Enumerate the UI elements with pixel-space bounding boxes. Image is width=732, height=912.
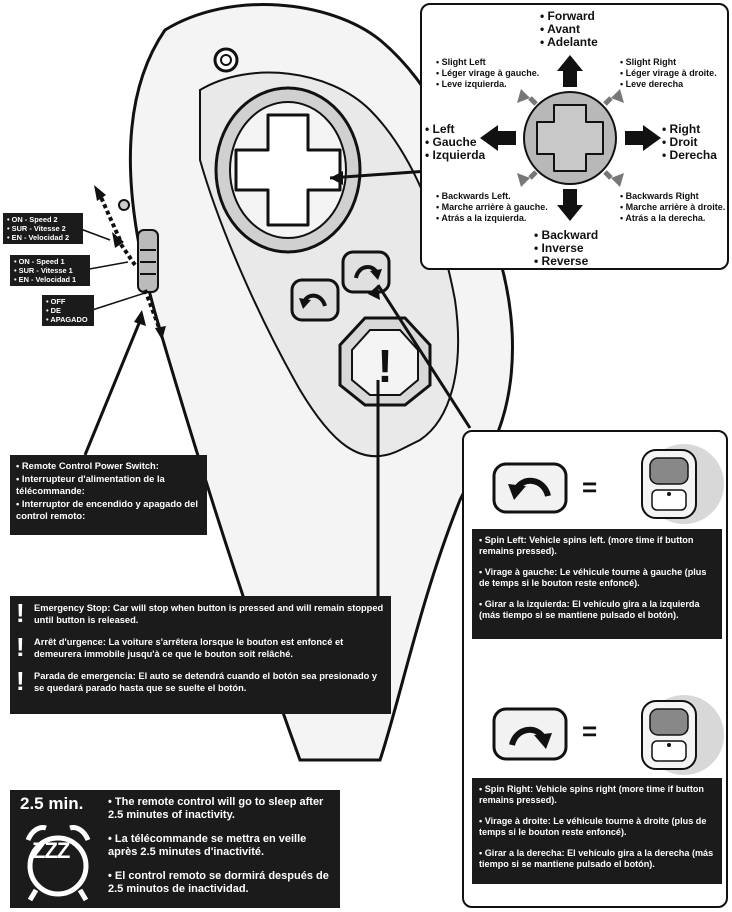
slight-right-labels: Slight Right Léger virage à droite. Leve… [620, 57, 717, 90]
spin-left-box: Spin Left: Vehicle spins left. (more tim… [472, 529, 722, 639]
remote-spin-right-button [341, 250, 391, 294]
joystick-cross [234, 113, 342, 227]
spin-right-es: Girar a la derecha: El vehículo gira a l… [479, 848, 715, 870]
spin-left-fr: Virage à gauche: Le véhicule tourne à ga… [479, 567, 715, 589]
backwards-right-en: Backwards Right [620, 191, 725, 202]
slight-right-fr: Léger virage à droite. [620, 68, 717, 79]
backward-en: Backward [534, 229, 599, 242]
spin-right-illustration [492, 695, 724, 775]
remote-spin-left-button [290, 278, 340, 322]
sleep-fr: La télécommande se mettra en veille aprè… [108, 833, 334, 859]
power-switch-fr: Interrupteur d'alimentation de la téléco… [16, 473, 201, 498]
sleep-text: The remote control will go to sleep afte… [108, 796, 334, 896]
emergency-row-en: ! Emergency Stop: Car will stop when but… [16, 598, 385, 628]
spin-right-box: Spin Right: Vehicle spins right (more ti… [472, 778, 722, 884]
sleep-panel: 2.5 min. ZZZ The remote control will go … [10, 790, 340, 908]
speed1-label: ON - Speed 1 SUR - Vitesse 1 EN - Veloci… [10, 255, 90, 286]
right-en: Right [662, 123, 717, 136]
off-en: OFF [46, 297, 90, 306]
power-switch-en: Remote Control Power Switch: [16, 460, 201, 473]
backwards-left-en: Backwards Left. [436, 191, 548, 202]
warning-icon: ! [16, 666, 25, 696]
zzz-text: ZZZ [32, 838, 70, 863]
emergency-es: Parada de emergencia: El auto se detendr… [34, 671, 378, 693]
off-label: OFF DE APAGADO [42, 295, 94, 326]
backwards-left-es: Atrás a la izquierda. [436, 213, 548, 224]
speed2-label: ON - Speed 2 SUR - Vitesse 2 EN - Veloci… [3, 213, 83, 244]
speed1-es: EN - Velocidad 1 [14, 275, 86, 284]
warning-icon: ! [16, 632, 25, 662]
alarm-clock-icon [25, 825, 91, 902]
emergency-row-fr: ! Arrêt d'urgence: La voiture s'arrêtera… [16, 632, 385, 662]
backwards-left-labels: Backwards Left. Marche arrière à gauche.… [436, 191, 548, 224]
spin-right-fr: Virage à droite: Le véhicule tourne à dr… [479, 816, 715, 838]
slight-left-en: Slight Left [436, 57, 539, 68]
right-labels: Right Droit Derecha [662, 123, 717, 162]
slight-left-fr: Léger virage à gauche. [436, 68, 540, 79]
spin-inset: = Spin Left: Vehicle spins left. (more t… [462, 430, 728, 908]
speed2-es: EN - Velocidad 2 [7, 233, 79, 242]
left-es: Izquierda [425, 149, 486, 162]
slight-right-en: Slight Right [620, 57, 717, 68]
forward-es: Adelante [540, 36, 598, 49]
left-en: Left [425, 123, 485, 136]
emergency-row-es: ! Parada de emergencia: El auto se deten… [16, 666, 385, 696]
sleep-es: El control remoto se dormirá después de … [108, 870, 334, 896]
forward-labels: Forward Avant Adelante [540, 10, 598, 49]
slight-left-es: Leve izquierda. [436, 79, 539, 90]
backward-labels: Backward Inverse Reverse [534, 229, 599, 268]
sleep-time: 2.5 min. [20, 794, 84, 813]
left-fr: Gauche [425, 136, 485, 149]
speed2-en: ON - Speed 2 [7, 215, 79, 224]
right-fr: Droit [662, 136, 717, 149]
speed2-fr: SUR - Vitesse 2 [7, 224, 79, 233]
slight-left-labels: Slight Left Léger virage à gauche. Leve … [436, 57, 540, 90]
direction-inset: Forward Avant Adelante Backward Inverse … [420, 3, 729, 270]
backwards-right-labels: Backwards Right Marche arrière à droite.… [620, 191, 725, 224]
spin-right-equals: = [582, 716, 598, 746]
power-switch-es: Interruptor de encendido y apagado del c… [16, 498, 201, 523]
off-fr: DE [46, 306, 90, 315]
spin-right-en: Spin Right: Vehicle spins right (more ti… [479, 784, 715, 806]
backwards-left-fr: Marche arrière à gauche. [436, 202, 548, 213]
right-es: Derecha [662, 149, 717, 162]
left-labels: Left Gauche Izquierda [425, 123, 486, 162]
emergency-fr: Arrêt d'urgence: La voiture s'arrêtera l… [34, 637, 344, 659]
svg-text:!: ! [377, 340, 392, 392]
spin-left-illustration [492, 444, 724, 524]
slight-right-es: Leve derecha [620, 79, 717, 90]
spin-left-equals: = [582, 472, 598, 502]
direction-pad-diagram [480, 55, 661, 221]
forward-en: Forward [540, 10, 598, 23]
speed1-en: ON - Speed 1 [14, 257, 86, 266]
backward-es: Reverse [534, 255, 598, 268]
emergency-stop-panel: ! Emergency Stop: Car will stop when but… [10, 596, 391, 714]
speed1-fr: SUR - Vitesse 1 [14, 266, 86, 275]
sleep-en: The remote control will go to sleep afte… [108, 796, 334, 822]
backwards-right-es: Atrás a la derecha. [620, 213, 725, 224]
backward-fr: Inverse [534, 242, 598, 255]
spin-left-en: Spin Left: Vehicle spins left. (more tim… [479, 535, 715, 557]
backwards-right-fr: Marche arrière à droite. [620, 202, 726, 213]
power-switch-label: Remote Control Power Switch: Interrupteu… [10, 455, 207, 535]
forward-fr: Avant [540, 23, 598, 36]
emergency-en: Emergency Stop: Car will stop when butto… [34, 603, 384, 625]
warning-icon: ! [16, 598, 25, 628]
spin-left-es: Girar a la izquierda: El vehículo gira a… [479, 599, 715, 621]
off-es: APAGADO [46, 315, 90, 324]
